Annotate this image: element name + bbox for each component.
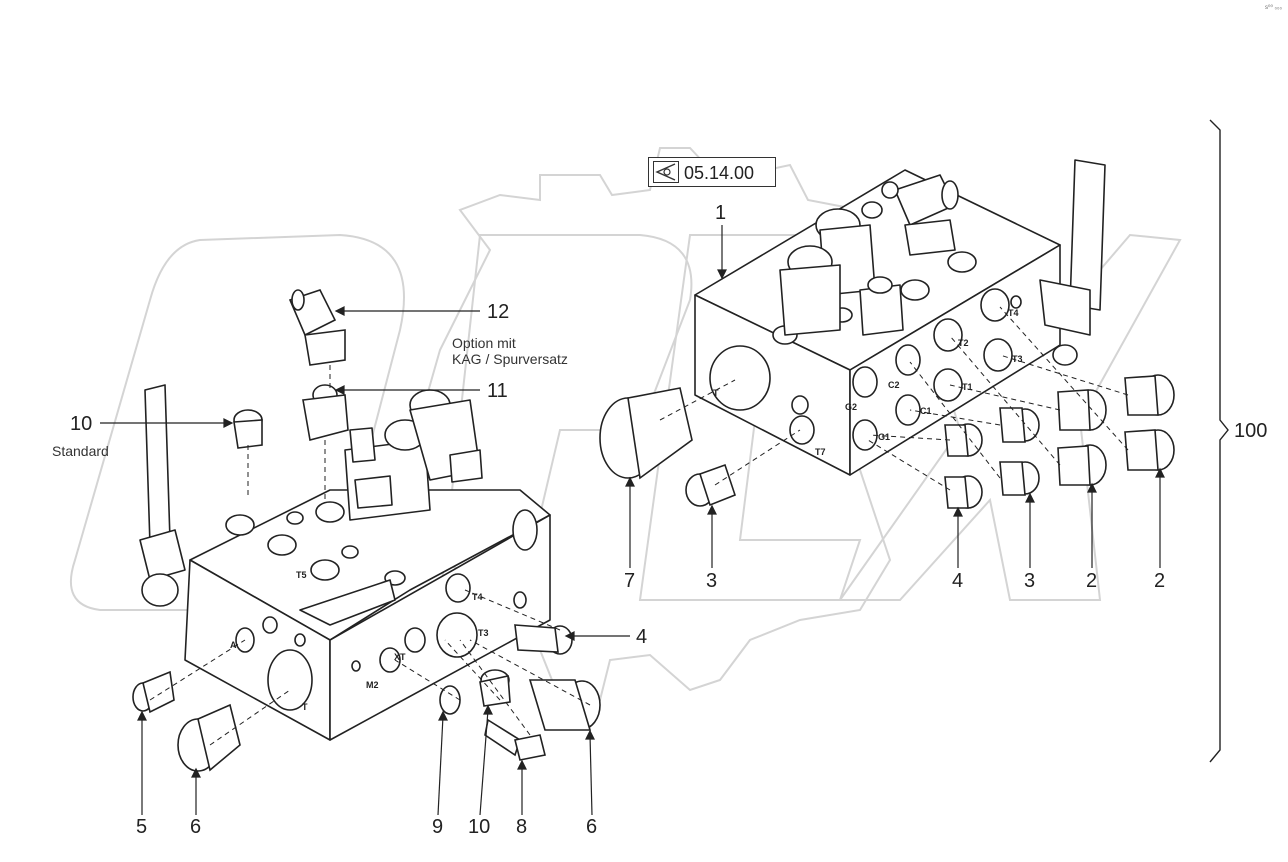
port-mark: T3 <box>478 628 489 638</box>
right-loose-parts <box>599 374 1175 509</box>
option-note: Option mit KAG / Spurversatz <box>452 335 568 367</box>
assembly-bracket <box>1209 119 1229 763</box>
right-valve-block <box>694 159 1106 476</box>
port-mark: T7 <box>815 447 826 457</box>
left-loose-parts <box>132 289 601 772</box>
callout-7[interactable]: 7 <box>624 570 636 592</box>
corner-mark: s⁰⁰ ₀₀₀ <box>1265 5 1282 11</box>
callout-1[interactable]: 1 <box>715 202 727 224</box>
option-note-line1: Option mit <box>452 335 516 351</box>
callout-6-left[interactable]: 6 <box>190 816 202 838</box>
eye-icon <box>653 161 679 183</box>
port-marks: T T7 G2 G1 C2 C1 T1 T2 T3 T4 T M2 XT T3 … <box>230 308 1023 712</box>
callout-8[interactable]: 8 <box>516 816 528 838</box>
port-mark: T4 <box>1008 308 1019 318</box>
standard-note: Standard <box>52 443 109 459</box>
port-mark: A <box>230 640 237 650</box>
option-note-line2: KAG / Spurversatz <box>452 351 568 368</box>
port-mark: T1 <box>962 382 973 392</box>
callout-6-right[interactable]: 6 <box>586 816 598 838</box>
port-mark: C2 <box>888 380 900 390</box>
port-mark: T2 <box>958 338 969 348</box>
reference-number: 05.14.00 <box>684 163 755 183</box>
left-valve-block <box>139 384 551 741</box>
port-mark: G2 <box>845 402 857 412</box>
port-mark: G1 <box>878 432 890 442</box>
callout-10-top[interactable]: 10 <box>70 413 93 435</box>
callout-2-left[interactable]: 2 <box>1086 570 1098 592</box>
port-mark: T4 <box>472 592 483 602</box>
callout-9[interactable]: 9 <box>432 816 444 838</box>
assembly-label[interactable]: 100 <box>1234 420 1268 442</box>
callout-2-right[interactable]: 2 <box>1154 570 1166 592</box>
reference-box[interactable]: 05.14.00 <box>648 157 776 187</box>
callout-4-right[interactable]: 4 <box>952 570 964 592</box>
port-mark: T <box>302 702 308 712</box>
callout-3-left[interactable]: 3 <box>706 570 718 592</box>
callout-10-bottom[interactable]: 10 <box>468 816 491 838</box>
callout-5[interactable]: 5 <box>136 816 148 838</box>
callout-12[interactable]: 12 <box>487 301 510 323</box>
leader-lines <box>100 225 1165 816</box>
port-mark: T <box>713 388 719 398</box>
port-mark: M2 <box>366 680 379 690</box>
port-mark: XT <box>394 652 406 662</box>
callout-3-right[interactable]: 3 <box>1024 570 1036 592</box>
port-mark: C1 <box>920 406 932 416</box>
callout-11[interactable]: 11 <box>487 380 508 402</box>
port-mark: T3 <box>1012 354 1023 364</box>
callout-4-left[interactable]: 4 <box>636 626 648 648</box>
port-mark: T5 <box>296 570 307 580</box>
assembly-lines <box>149 306 1129 746</box>
